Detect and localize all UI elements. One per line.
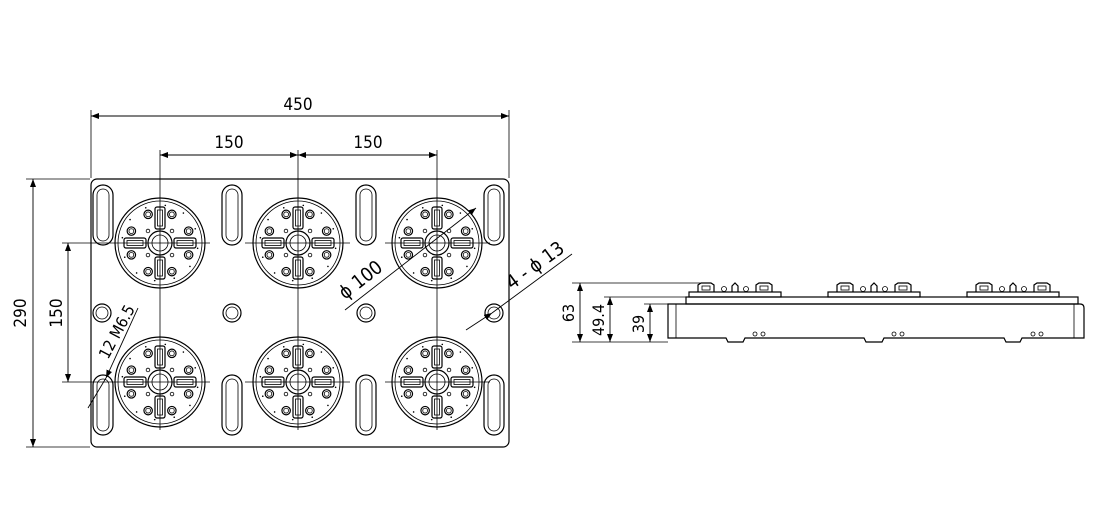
dim-overall-width-label: 450 xyxy=(283,95,312,115)
dim-pitch-right-label: 150 xyxy=(353,133,382,153)
side-view: 63 49.4 39 xyxy=(559,282,1085,343)
mounting-slot xyxy=(221,374,243,436)
dimension-overall-height: 290 xyxy=(11,178,90,448)
locator-hole-group xyxy=(92,303,504,323)
side-chuck-profile xyxy=(688,282,782,298)
side-chuck-profile xyxy=(966,282,1060,298)
side-chuck-profile xyxy=(827,282,921,298)
dimension-side-mid: 49.4 xyxy=(589,296,686,342)
dimension-pitch-right: 150 xyxy=(298,133,437,158)
side-base-body xyxy=(667,303,1085,343)
dim-row-pitch-label: 150 xyxy=(47,298,67,327)
mounting-slot xyxy=(92,184,114,246)
base-plate-outline xyxy=(90,178,510,448)
chuck-group xyxy=(114,197,483,428)
side-holes xyxy=(752,331,1044,337)
side-top-plate xyxy=(685,296,1079,305)
locator-hole xyxy=(92,303,112,323)
locator-hole xyxy=(356,303,376,323)
side-chuck-group xyxy=(688,282,1060,298)
dimension-side-total: 63 xyxy=(559,282,700,343)
dim-pitch-left-label: 150 xyxy=(214,133,243,153)
dimension-pitch-left: 150 xyxy=(160,133,298,158)
dimension-side-base: 39 xyxy=(629,303,668,342)
dim-side-mid-label: 49.4 xyxy=(589,304,608,336)
center-lines xyxy=(62,150,490,430)
dim-side-base-label: 39 xyxy=(629,315,648,333)
locator-hole xyxy=(222,303,242,323)
dimension-overall-width: 450 xyxy=(90,95,510,178)
top-view: 450 150 150 290 150 ϕ 100 xyxy=(11,95,573,448)
dimension-hole-callout: 4 - ϕ 13 xyxy=(465,237,573,331)
mounting-slot xyxy=(355,374,377,436)
slot-group xyxy=(92,184,505,436)
dim-slot-callout-label: 12 M6.5 xyxy=(95,302,139,362)
dim-side-total-label: 63 xyxy=(559,304,578,322)
mounting-slot xyxy=(483,184,505,246)
dim-hole-callout-label: 4 - ϕ 13 xyxy=(502,237,569,294)
dimension-row-pitch: 150 xyxy=(47,243,71,382)
dim-chuck-diameter-label: ϕ 100 xyxy=(335,256,387,304)
mounting-slot xyxy=(92,374,114,436)
mounting-slot xyxy=(221,184,243,246)
dim-overall-height-label: 290 xyxy=(11,298,31,327)
mounting-slot xyxy=(483,374,505,436)
mounting-slot xyxy=(355,184,377,246)
